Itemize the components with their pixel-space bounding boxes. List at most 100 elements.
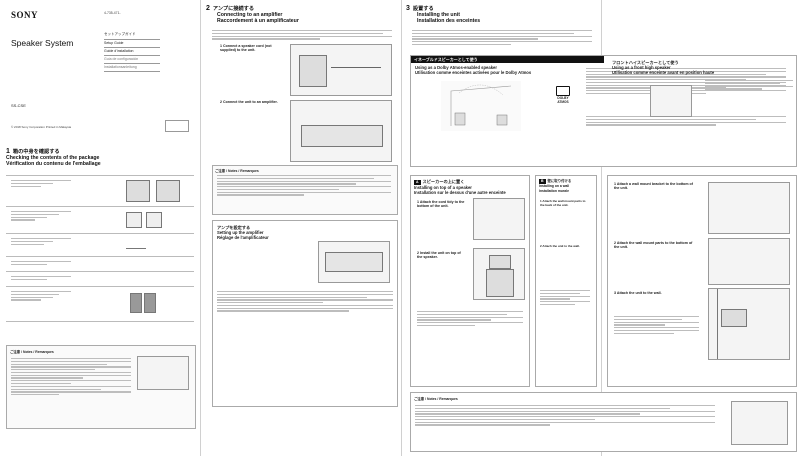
step-number: 2 <box>614 241 616 245</box>
panel-tag: A <box>414 180 421 185</box>
step-fh-3: 3 Attach the unit to the wall. <box>614 291 694 295</box>
guide-item: Setup Guide <box>104 40 160 48</box>
booklet-illustration <box>144 293 156 313</box>
speaker-illustration <box>156 180 180 202</box>
guide-list: セットアップガイド Setup Guide Guide d'installati… <box>104 32 160 72</box>
step-text: Attach the wall mount parts to the botto… <box>614 241 693 250</box>
step-2-2: 2 Connect the unit to an amplifier. <box>220 100 280 104</box>
model-code: 4-735-471- <box>104 11 121 15</box>
step-text: Install the unit on top of the speaker. <box>417 251 461 260</box>
heading-fr: Installation murale <box>539 189 569 193</box>
cord-tidy-step-illustration <box>473 198 525 240</box>
heading-jp: アンプを設定する <box>217 225 251 230</box>
section-title-jp: 箱の中身を確認する <box>12 149 60 155</box>
section-title-fr: Installation des enceintes <box>417 18 481 24</box>
copyright: © 2018 Sony Corporation Printed in Malay… <box>11 125 72 129</box>
heading-jp: 壁に取り付ける <box>547 179 572 183</box>
dolby-panel: イネーブルドスピーカーとして使う Using as a Dolby Atmos-… <box>410 55 797 167</box>
section-number: 1 <box>6 148 10 155</box>
sony-logo: SONY <box>11 10 39 20</box>
step-number: 2 <box>540 244 542 248</box>
step-text: Attach the cord tidy to the bottom of th… <box>417 200 465 209</box>
step-fh-2: 2 Attach the wall mount parts to the bot… <box>614 241 694 250</box>
list-item <box>6 271 194 286</box>
heading-en: Setting up the amplifier <box>217 230 264 235</box>
notes-box: ご注意 / Notes / Remarques <box>212 165 398 215</box>
amp-setup-panel: アンプを設定する Setting up the amplifier Réglag… <box>212 220 398 407</box>
dolby-logo-text: DOLBY <box>557 96 569 100</box>
step-fh-1: 1 Attach a wall mount bracket to the bot… <box>614 182 694 191</box>
notes-illustration <box>731 401 788 445</box>
product-title: Speaker System <box>11 38 74 48</box>
panel-tag: B <box>539 179 546 184</box>
list-item <box>6 206 194 233</box>
step-b-1: 1 Attach the wall mount parts to the bac… <box>540 199 590 208</box>
dolby-room-illustration <box>441 81 521 131</box>
heading-jp: フロントハイスピーカーとして使う <box>612 60 679 65</box>
section-number: 3 <box>406 5 410 12</box>
list-item <box>6 175 194 206</box>
fold-line <box>601 0 602 456</box>
heading-jp: スピーカーの上に置く <box>422 179 465 184</box>
step-text: Connect a speaker cord (not supplied) to… <box>220 44 272 53</box>
heading-en: Using as a front high speaker <box>612 65 671 70</box>
step-b-2: 2 Attach the unit to the wall. <box>540 244 590 249</box>
section-title-fr: Vérification du contenu de l'emballage <box>6 161 101 167</box>
wall-mount-step-illustration <box>708 238 790 285</box>
fold-line <box>401 0 402 456</box>
notes-label: ご注意 / Notes / Remarques <box>414 397 458 401</box>
step-text: Attach the unit to the wall. <box>616 291 662 295</box>
guide-item: Guide d'installation <box>104 48 160 56</box>
model-number: SS-CSE <box>11 103 26 108</box>
parts-list <box>6 175 194 322</box>
step-number: 1 <box>417 200 419 204</box>
step-number: 2 <box>220 100 222 104</box>
step-text: Attach the wall mount parts to the back … <box>540 199 586 207</box>
step-text: Connect the unit to an amplifier. <box>223 100 278 104</box>
dolby-heading: Using as a Dolby Atmos-enabled speaker U… <box>415 65 531 75</box>
section-title-en: Connecting to an amplifier <box>217 12 283 18</box>
step-a-1: 1 Attach the cord tidy to the bottom of … <box>417 200 467 209</box>
section-title-en: Checking the contents of the package <box>6 155 100 161</box>
list-item <box>6 286 194 322</box>
heading-jp: イネーブルドスピーカーとして使う <box>414 57 478 62</box>
step-number: 2 <box>417 251 419 255</box>
amp-setup-heading: アンプを設定する Setting up the amplifier Réglag… <box>217 225 269 240</box>
heading-fr: Installation sur le dessus d'une autre e… <box>414 190 506 195</box>
guide-item: セットアップガイド <box>104 32 160 40</box>
fold-line <box>200 0 201 456</box>
step-a-2: 2 Install the unit on top of the speaker… <box>417 251 467 260</box>
guide-item: Installationsanleitung <box>104 64 160 72</box>
section-title-jp: アンプに接続する <box>212 6 255 12</box>
section-title-jp: 設置する <box>412 6 434 12</box>
cover-barcode-box <box>165 120 189 132</box>
speaker-illustration <box>126 180 150 202</box>
atmos-logo-text: ATMOS <box>557 100 569 104</box>
bracket-illustration <box>126 212 142 228</box>
front-high-steps-panel: 1 Attach a wall mount bracket to the bot… <box>607 175 797 387</box>
step-text: Attach the unit to the wall. <box>542 244 580 248</box>
notes-box: ご注意 / Notes / Remarques <box>6 345 196 429</box>
list-item <box>6 233 194 256</box>
booklet-illustration <box>130 293 142 313</box>
section-title-fr: Raccordement à un amplificateur <box>217 18 299 24</box>
connection-illustration <box>290 44 392 96</box>
stacked-speaker-illustration <box>473 248 525 300</box>
step-2-1: 1 Connect a speaker cord (not supplied) … <box>220 44 280 53</box>
step-number: 1 <box>220 44 222 48</box>
step-text: Attach a wall mount bracket to the botto… <box>614 182 693 191</box>
heading-fr: Réglage de l'amplificateur <box>217 235 269 240</box>
heading-en: Installing on a wall <box>539 184 570 188</box>
heading-en: Installing on top of a speaker <box>414 185 472 190</box>
step-number: 1 <box>614 182 616 186</box>
av-receiver-illustration <box>318 241 390 283</box>
front-high-room-illustration <box>650 85 692 117</box>
guide-item: Guía de configuración <box>104 56 160 64</box>
step-number: 1 <box>540 199 542 203</box>
